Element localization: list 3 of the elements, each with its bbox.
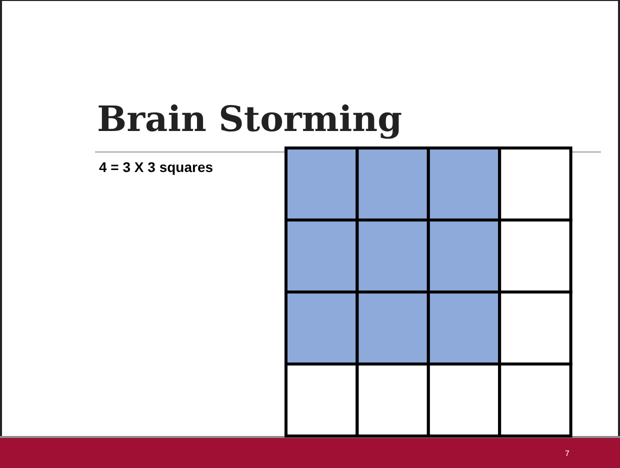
page-number: 7 [565,449,570,458]
body-text: 4 = 3 X 3 squares [99,159,214,175]
slide-title: Brain Storming [97,99,402,140]
